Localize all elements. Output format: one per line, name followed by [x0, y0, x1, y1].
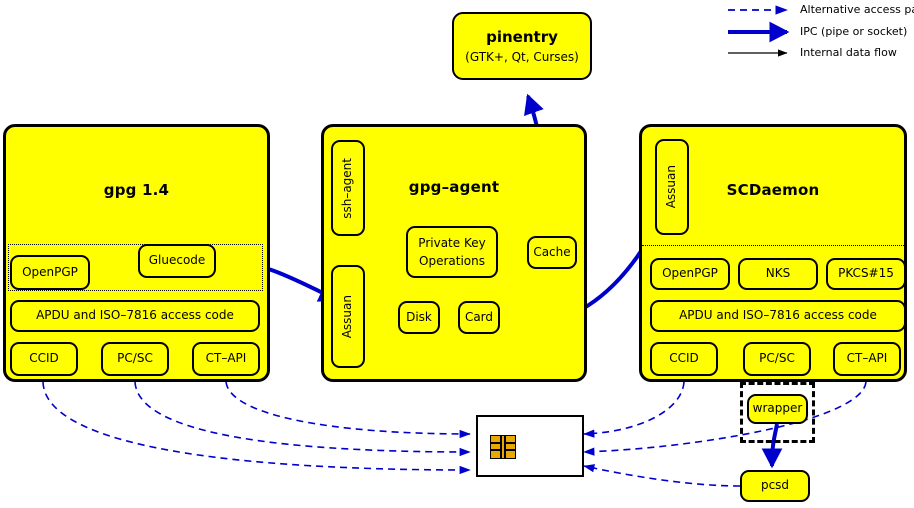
gpg-1.4-container[interactable]: gpg 1.4	[3, 124, 270, 382]
scdaemon-driver-pcsc[interactable]: PC/SC	[743, 342, 811, 376]
gpg-1.4-title: gpg 1.4	[103, 181, 170, 199]
disk-label: Disk	[406, 309, 432, 324]
private-key-operations-line2: Operations	[419, 254, 485, 268]
gluecode-label: Gluecode	[148, 253, 206, 268]
gpg-1.4-openpgp-box[interactable]: OpenPGP	[10, 255, 90, 290]
scdaemon-title: SCDaemon	[726, 181, 820, 199]
smartcard[interactable]	[476, 415, 584, 477]
pinentry-box[interactable]: pinentry (GTK+, Qt, Curses)	[452, 12, 592, 80]
scdaemon-driver-pcsc-label: PC/SC	[759, 351, 795, 366]
disk-box[interactable]: Disk	[398, 301, 440, 334]
pcsd-box[interactable]: pcsd	[740, 470, 810, 502]
cache-box[interactable]: Cache	[527, 236, 577, 269]
wrapper-label: wrapper	[752, 401, 803, 416]
scdaemon-driver-ctapi[interactable]: CT–API	[833, 342, 901, 376]
card-label: Card	[464, 309, 494, 324]
scdaemon-assuan-box[interactable]: Assuan	[655, 139, 689, 235]
pcsd-label: pcsd	[760, 478, 790, 493]
gpg-1.4-driver-ctapi[interactable]: CT–API	[192, 342, 260, 376]
gpg-1.4-driver-ctapi-label: CT–API	[205, 351, 247, 366]
cache-label: Cache	[533, 244, 571, 259]
wrapper-box[interactable]: wrapper	[747, 394, 808, 424]
gpg-1.4-openpgp-label: OpenPGP	[22, 264, 78, 279]
gpg-agent-assuan-label: Assuan	[340, 294, 355, 339]
smartcard-chip-icon	[490, 435, 516, 459]
gpg-1.4-driver-pcsc-label: PC/SC	[117, 351, 153, 366]
scdaemon-app-openpgp[interactable]: OpenPGP	[650, 258, 730, 290]
card-box[interactable]: Card	[458, 301, 500, 334]
scdaemon-app-pkcs15-label: PKCS#15	[838, 266, 894, 281]
scdaemon-app-nks[interactable]: NKS	[738, 258, 818, 290]
legend-label-internal-data-flow: Internal data flow	[800, 46, 897, 59]
scdaemon-driver-ctapi-label: CT–API	[846, 351, 888, 366]
pinentry-title: pinentry	[486, 27, 558, 46]
scdaemon-divider	[642, 245, 904, 246]
wrapper-region	[740, 382, 815, 443]
scdaemon-container[interactable]: SCDaemon	[639, 124, 907, 382]
legend-symbols	[728, 5, 790, 57]
scdaemon-assuan-label: Assuan	[664, 165, 679, 209]
legend-label-ipc: IPC (pipe or socket)	[800, 25, 908, 38]
pinentry-subtitle: (GTK+, Qt, Curses)	[465, 50, 579, 65]
gpg-1.4-driver-ccid-label: CCID	[29, 351, 59, 366]
private-key-operations-line1: Private Key	[418, 236, 486, 250]
scdaemon-app-openpgp-label: OpenPGP	[662, 266, 718, 281]
gpg-1.4-openpgp-region	[8, 244, 263, 291]
ssh-agent-box[interactable]: ssh–agent	[331, 140, 365, 236]
scdaemon-app-pkcs15[interactable]: PKCS#15	[826, 258, 906, 290]
private-key-operations-box[interactable]: Private Key Operations	[406, 226, 498, 278]
legend-label-alternative-access-paths: Alternative access paths	[800, 3, 914, 16]
gpg-agent-assuan-box[interactable]: Assuan	[331, 265, 365, 368]
gpg-1.4-apdu-box[interactable]: APDU and ISO–7816 access code	[10, 300, 260, 332]
gpg-1.4-driver-ccid[interactable]: CCID	[10, 342, 78, 376]
gpg-1.4-driver-pcsc[interactable]: PC/SC	[101, 342, 169, 376]
scdaemon-apdu-box[interactable]: APDU and ISO–7816 access code	[650, 300, 906, 332]
scdaemon-driver-ccid-label: CCID	[669, 351, 699, 366]
gpg-agent-title: gpg–agent	[408, 178, 500, 196]
scdaemon-driver-ccid[interactable]: CCID	[650, 342, 718, 376]
scdaemon-apdu-label: APDU and ISO–7816 access code	[679, 308, 877, 323]
gluecode-box[interactable]: Gluecode	[138, 244, 216, 278]
scdaemon-app-nks-label: NKS	[765, 266, 791, 281]
ssh-agent-label: ssh–agent	[340, 157, 355, 219]
gpg-1.4-apdu-label: APDU and ISO–7816 access code	[36, 308, 234, 323]
